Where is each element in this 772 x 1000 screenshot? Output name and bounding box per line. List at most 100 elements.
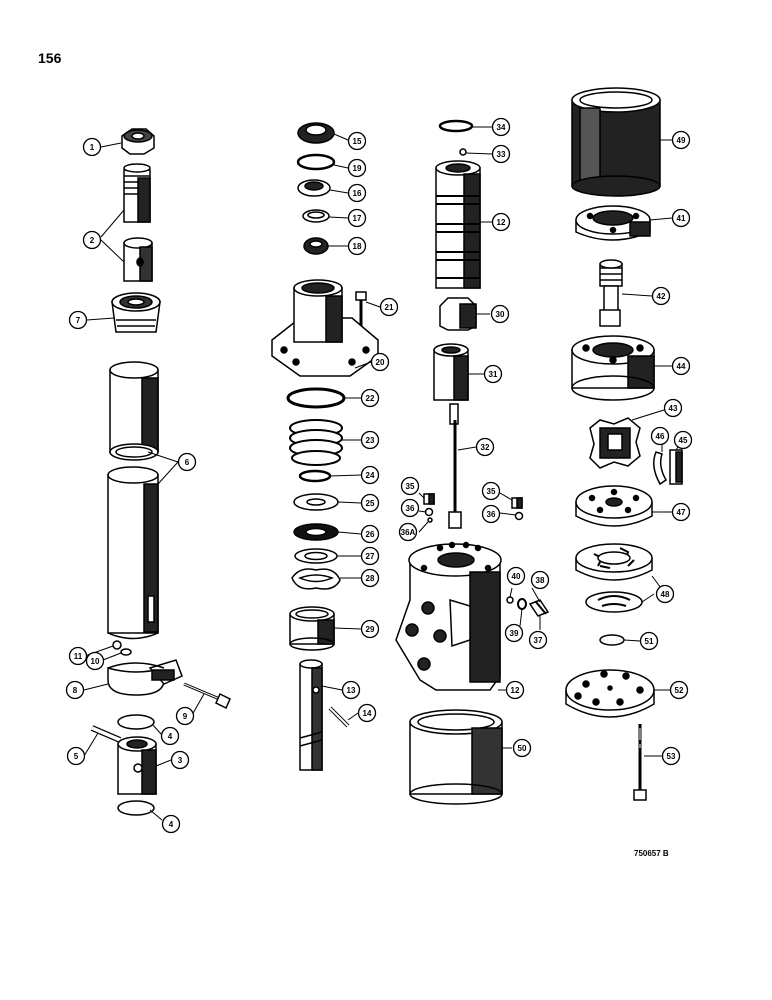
callout-13: 13 bbox=[341, 680, 361, 700]
callout-circle bbox=[504, 623, 524, 643]
callout-37: 37 bbox=[528, 630, 548, 650]
callout-36: 36 bbox=[481, 504, 501, 524]
callout-circle bbox=[491, 117, 511, 137]
part-cap-15 bbox=[297, 122, 335, 144]
callout-circle bbox=[360, 524, 380, 544]
callout-18: 18 bbox=[347, 236, 367, 256]
callout-circle bbox=[671, 502, 691, 522]
part-sleeve-12 bbox=[435, 160, 481, 289]
callout-circle bbox=[347, 236, 367, 256]
callout-label: 32 bbox=[481, 443, 490, 452]
part-ring-4b bbox=[117, 800, 155, 816]
part-washer-51 bbox=[599, 634, 625, 646]
part-coupler bbox=[117, 736, 157, 795]
callout-47: 47 bbox=[671, 502, 691, 522]
callout-17: 17 bbox=[347, 208, 367, 228]
leader-lines-col1 bbox=[83, 142, 205, 821]
part-vane-46 bbox=[653, 451, 667, 486]
callout-12: 12 bbox=[491, 212, 511, 232]
part-washer-10 bbox=[120, 648, 132, 656]
callout-label: 17 bbox=[353, 214, 362, 223]
callout-circle bbox=[655, 584, 675, 604]
callout-circle bbox=[360, 388, 380, 408]
callout-51: 51 bbox=[639, 631, 659, 651]
callout-29: 29 bbox=[360, 619, 380, 639]
callout-label: 21 bbox=[385, 303, 394, 312]
callout-36A: 36A bbox=[398, 522, 418, 542]
callout-label: 19 bbox=[353, 164, 362, 173]
callout-label: 37 bbox=[534, 636, 543, 645]
callout-label: 48 bbox=[661, 590, 670, 599]
part-ball-33 bbox=[459, 148, 467, 156]
callout-label: 28 bbox=[366, 574, 375, 583]
callout-label: 12 bbox=[497, 218, 506, 227]
callout-19: 19 bbox=[347, 158, 367, 178]
callout-circle bbox=[170, 750, 190, 770]
callout-circle bbox=[347, 131, 367, 151]
part-washer-25 bbox=[293, 493, 339, 511]
callout-15: 15 bbox=[347, 131, 367, 151]
callout-label: 51 bbox=[645, 637, 654, 646]
callout-circle bbox=[175, 706, 195, 726]
callout-circle bbox=[639, 631, 659, 651]
callout-label: 1 bbox=[90, 143, 95, 152]
callout-circle bbox=[663, 398, 683, 418]
callout-label: 7 bbox=[76, 316, 81, 325]
callout-24: 24 bbox=[360, 465, 380, 485]
part-pin-5 bbox=[90, 725, 122, 743]
callout-label: 30 bbox=[496, 310, 505, 319]
part-plate-48b bbox=[585, 591, 643, 613]
callout-circle bbox=[673, 430, 693, 450]
callout-31: 31 bbox=[483, 364, 503, 384]
callout-circle bbox=[398, 522, 418, 542]
callout-38: 38 bbox=[530, 570, 550, 590]
part-bolt-53 bbox=[633, 724, 647, 801]
part-check-35a bbox=[423, 493, 435, 505]
part-shaft-lower bbox=[123, 237, 153, 282]
callout-circle bbox=[360, 465, 380, 485]
part-ring-50 bbox=[409, 709, 503, 805]
callout-14: 14 bbox=[357, 703, 377, 723]
callout-circle bbox=[347, 158, 367, 178]
figure-code: 750657 B bbox=[634, 849, 669, 858]
part-nut bbox=[121, 128, 155, 155]
part-plate-41 bbox=[575, 205, 651, 241]
callout-label: 10 bbox=[91, 657, 100, 666]
callout-circle bbox=[66, 746, 86, 766]
callout-circle bbox=[360, 568, 380, 588]
part-driver-30 bbox=[439, 297, 477, 331]
callout-27: 27 bbox=[360, 546, 380, 566]
callout-label: 47 bbox=[677, 508, 686, 517]
part-bearing bbox=[111, 292, 161, 333]
callout-label: 14 bbox=[363, 709, 372, 718]
callout-label: 3 bbox=[178, 756, 183, 765]
callout-label: 43 bbox=[669, 404, 678, 413]
part-ball-36a bbox=[424, 507, 434, 517]
callout-label: 29 bbox=[366, 625, 375, 634]
callout-circle bbox=[161, 814, 181, 834]
callout-label: 13 bbox=[347, 686, 356, 695]
callout-label: 16 bbox=[353, 189, 362, 198]
callout-label: 53 bbox=[667, 752, 676, 761]
callout-circle bbox=[491, 144, 511, 164]
callout-label: 2 bbox=[90, 236, 95, 245]
callout-43: 43 bbox=[663, 398, 683, 418]
callout-circle bbox=[85, 651, 105, 671]
callout-35: 35 bbox=[481, 481, 501, 501]
callout-circle bbox=[360, 430, 380, 450]
part-seal-16 bbox=[297, 179, 331, 197]
callout-circle bbox=[347, 208, 367, 228]
callout-50: 50 bbox=[512, 738, 532, 758]
callout-circle bbox=[671, 130, 691, 150]
part-tube-lower bbox=[107, 466, 159, 640]
callout-42: 42 bbox=[651, 286, 671, 306]
part-snapring-34 bbox=[438, 119, 474, 133]
callout-circle bbox=[490, 304, 510, 324]
part-spring-23 bbox=[289, 419, 343, 466]
part-stator-44 bbox=[571, 335, 655, 401]
leader-lines-col4 bbox=[621, 139, 681, 757]
callout-23: 23 bbox=[360, 430, 380, 450]
part-ball-36b bbox=[514, 511, 524, 521]
callout-label: 4 bbox=[168, 732, 173, 741]
